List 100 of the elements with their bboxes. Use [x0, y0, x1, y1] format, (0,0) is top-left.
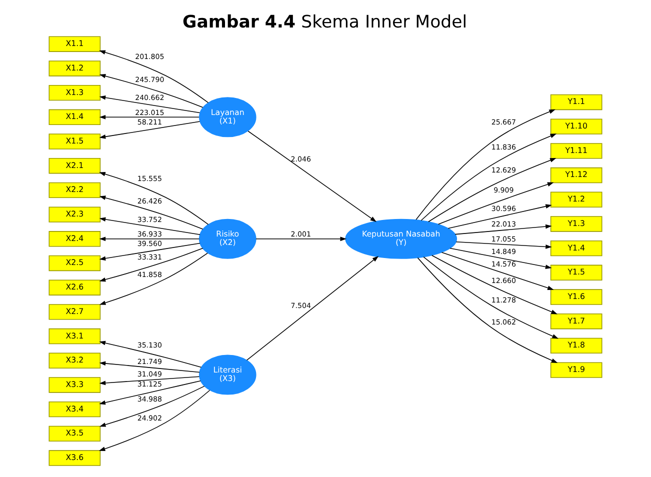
node-box: X1.3 — [48, 84, 101, 101]
node-box: Y1.9 — [550, 362, 602, 378]
edge-label: 26.426 — [137, 196, 162, 206]
node-box: X2.6 — [48, 280, 101, 296]
edge-label: 201.805 — [135, 52, 164, 62]
node-ellipse: Literasi (X3) — [198, 354, 256, 395]
arrow — [456, 241, 552, 249]
edge-label: 36.933 — [137, 230, 162, 239]
arrow — [99, 74, 204, 108]
arrow — [99, 376, 200, 386]
arrow — [431, 254, 558, 314]
edge-label: 7.504 — [290, 301, 311, 310]
arrow — [256, 236, 347, 242]
node-box: Y1.2 — [550, 192, 602, 208]
node-box: X2.3 — [48, 206, 101, 222]
node-box: X1.4 — [48, 109, 101, 126]
node-box: X3.2 — [48, 352, 101, 368]
arrow — [438, 182, 554, 225]
node-box: X2.5 — [48, 255, 101, 272]
edge-label: 14.849 — [491, 246, 516, 256]
node-box: X1.5 — [48, 134, 101, 150]
node-box: X2.2 — [48, 182, 101, 198]
edge-label: 2.046 — [290, 154, 311, 164]
edge-label: 41.858 — [137, 270, 162, 279]
node-box: Y1.12 — [550, 167, 602, 184]
edge-label: 21.749 — [137, 356, 162, 366]
arrow — [99, 50, 209, 104]
edge-label: 15.555 — [137, 174, 162, 183]
arrow — [441, 252, 554, 290]
arrow — [99, 340, 202, 368]
edge-label: 17.055 — [491, 234, 516, 244]
node-box: X3.4 — [48, 401, 101, 418]
arrow — [99, 248, 204, 282]
node-box: X3.1 — [48, 328, 101, 344]
arrow — [99, 95, 200, 114]
edge-label: 240.662 — [135, 93, 164, 102]
edge-label: 25.667 — [491, 117, 516, 126]
edge-label: 12.629 — [491, 165, 516, 174]
node-box: X2.7 — [48, 304, 101, 320]
node-box: X3.3 — [48, 377, 101, 393]
arrow — [450, 248, 552, 269]
arrow — [420, 134, 557, 221]
edge-label: 9.909 — [494, 186, 514, 195]
node-ellipse: Keputusan Nasabah (Y) — [345, 218, 458, 259]
edge-label: 11.836 — [491, 142, 516, 152]
arrow — [248, 130, 377, 222]
node-box: X1.2 — [48, 60, 101, 76]
node-box: Y1.5 — [550, 264, 602, 281]
edge-label: 33.752 — [137, 214, 162, 224]
diagram-title: Gambar 4.4 Skema Inner Model — [182, 12, 468, 33]
node-box: Y1.4 — [550, 240, 602, 256]
node-box: X3.6 — [48, 450, 101, 466]
arrow — [454, 224, 552, 235]
arrow — [99, 236, 200, 242]
edge-label: 245.790 — [135, 74, 164, 84]
node-box: Y1.1 — [550, 94, 602, 110]
arrow — [448, 204, 552, 229]
arrow — [99, 172, 209, 225]
arrow — [99, 361, 200, 373]
edge-label: 39.560 — [137, 239, 162, 248]
arrow — [99, 252, 208, 305]
node-box: Y1.11 — [550, 143, 602, 159]
edge-label: 31.049 — [137, 369, 162, 378]
edge-label: 33.331 — [137, 252, 162, 262]
node-box: Y1.3 — [550, 216, 602, 232]
node-box: Y1.6 — [550, 289, 602, 305]
arrow — [98, 390, 210, 451]
edge-label: 34.988 — [137, 394, 162, 404]
node-box: X2.1 — [48, 158, 101, 174]
node-box: Y1.10 — [550, 118, 602, 134]
arrow — [99, 386, 205, 427]
node-box: X1.1 — [48, 36, 101, 52]
node-ellipse: Layanan (X1) — [198, 97, 256, 138]
arrow — [428, 158, 556, 222]
arrow — [99, 121, 200, 139]
arrow — [246, 256, 379, 361]
edge-label: 15.062 — [491, 318, 516, 327]
edge-label: 22.013 — [491, 219, 516, 228]
arrow — [99, 114, 200, 120]
arrow — [416, 109, 556, 220]
edge-label: 11.278 — [491, 296, 516, 305]
node-box: X2.4 — [48, 231, 101, 247]
edge-label: 35.130 — [137, 340, 162, 350]
arrow — [417, 257, 558, 363]
node-box: X3.5 — [48, 426, 101, 442]
edge-label: 31.125 — [137, 380, 162, 389]
arrow — [423, 256, 558, 339]
edge-label: 24.902 — [137, 413, 162, 422]
node-box: Y1.7 — [550, 314, 602, 330]
arrow — [99, 196, 204, 230]
arrow — [99, 380, 201, 405]
node-ellipse: Risiko (X2) — [198, 218, 256, 259]
node-box: Y1.8 — [550, 338, 602, 354]
edge-label: 12.660 — [491, 276, 516, 286]
edge-label: 2.001 — [290, 230, 311, 239]
edge-label: 14.576 — [491, 260, 516, 269]
edge-label: 223.015 — [135, 108, 164, 117]
arrow — [99, 242, 200, 261]
arrow — [99, 217, 200, 235]
edge-label: 30.596 — [491, 204, 516, 213]
